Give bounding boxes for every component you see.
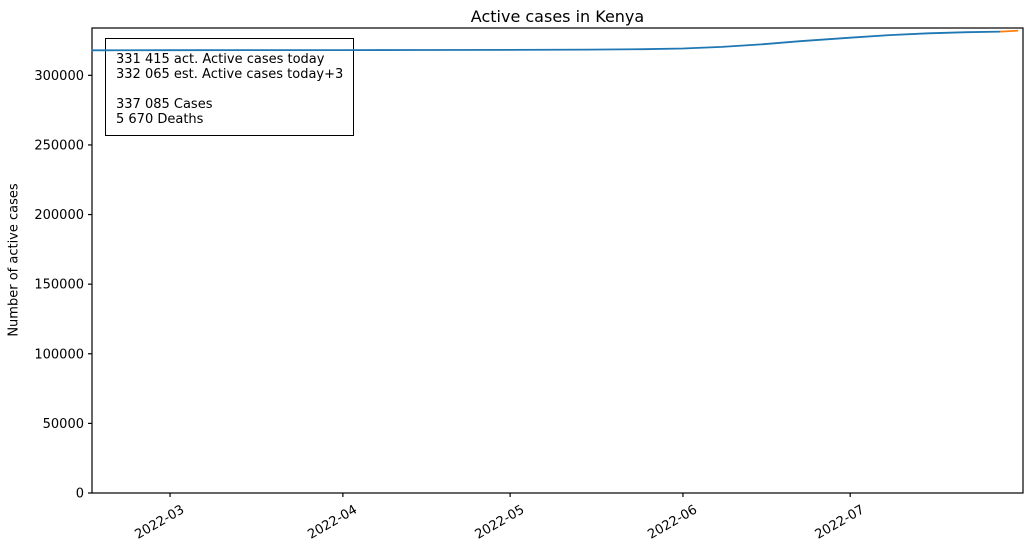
x-tick-label: 2022-04 [305, 502, 360, 542]
y-tick-label: 50000 [43, 417, 84, 432]
annotation-total-cases: 337 085 Cases [116, 97, 213, 112]
annotation-spacer [116, 82, 343, 97]
y-tick-label: 150000 [34, 278, 84, 293]
x-tick-label: 2022-06 [645, 502, 700, 542]
y-tick-label: 0 [76, 487, 84, 502]
x-tick-label: 2022-07 [813, 502, 868, 542]
y-tick-label: 200000 [34, 208, 84, 223]
annotation-active-today: 331 415 act. Active cases today [116, 52, 325, 67]
x-tick-label: 2022-05 [473, 502, 528, 542]
annotation-total-deaths: 5 670 Deaths [116, 112, 204, 127]
annotation-box: 331 415 act. Active cases today 332 065 … [105, 38, 355, 136]
y-tick-label: 300000 [34, 69, 84, 84]
annotation-active-estimate: 332 065 est. Active cases today+3 [116, 67, 344, 82]
chart-title: Active cases in Kenya [470, 7, 645, 26]
series-active-cases-estimate [999, 29, 1019, 33]
y-tick-label: 250000 [34, 138, 84, 153]
y-axis-label: Number of active cases [6, 183, 22, 337]
x-tick-label: 2022-03 [132, 502, 187, 542]
y-tick-label: 100000 [34, 347, 84, 362]
